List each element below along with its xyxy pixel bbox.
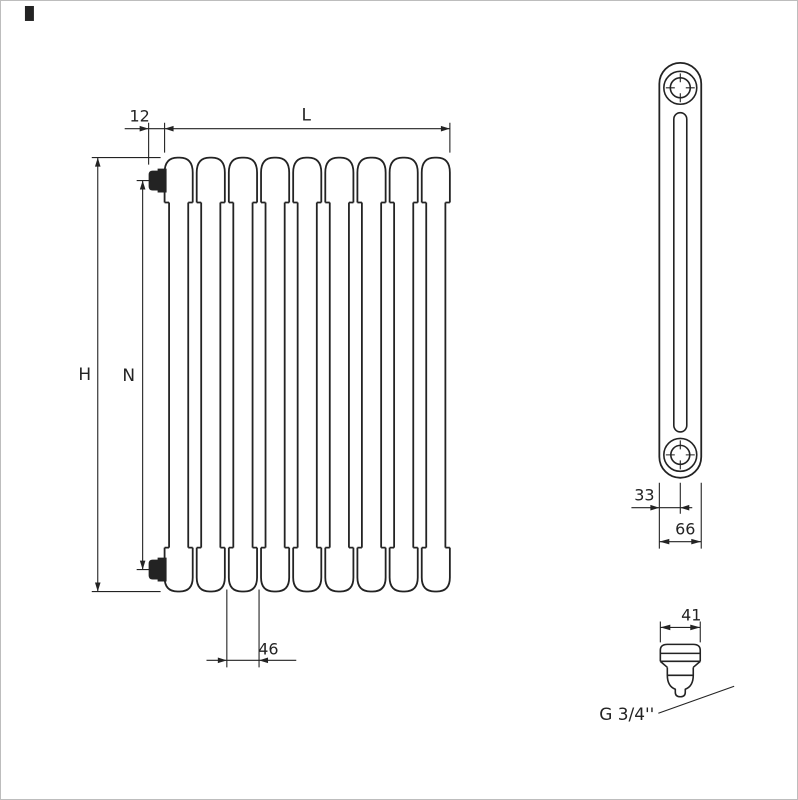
dim-N-lines — [136, 180, 151, 571]
arrowhead — [139, 180, 146, 190]
top-tapping-cross — [665, 73, 695, 103]
bottom-left-plug — [148, 557, 167, 582]
dim-L-lines — [164, 122, 451, 153]
dim-41-lines — [659, 621, 701, 643]
dim-41-label: 41 — [681, 605, 701, 624]
dim-axis-33: 33 — [631, 482, 693, 549]
arrowhead — [650, 504, 660, 511]
bottom-tapping-outer — [663, 437, 698, 473]
corner-artifact-mark — [24, 5, 34, 21]
dim-N-label: N — [122, 365, 135, 385]
valve-fitting-outline — [659, 643, 702, 698]
thread-size-label: G 3/4'' — [599, 704, 654, 724]
radiator-front-view — [148, 156, 451, 593]
dim-pitch-46: 46 — [206, 589, 297, 668]
top-left-plug — [148, 168, 167, 193]
arrowhead — [94, 582, 101, 592]
arrowhead — [659, 538, 670, 545]
arrowhead — [139, 125, 149, 132]
dim-depth-66: 66 — [659, 482, 702, 549]
side-view-dimensions: 33 66 — [631, 482, 702, 549]
dim-width-41: 41 — [659, 605, 701, 643]
dim-66-label: 66 — [675, 520, 695, 539]
dim-height-H: H — [78, 157, 161, 593]
dim-offset-12: 12 — [124, 107, 165, 165]
thread-leader-line — [658, 685, 735, 714]
arrowhead — [440, 125, 450, 132]
dim-46-label: 46 — [258, 639, 278, 658]
front-view-dimensions: 12 L H N 46 — [78, 105, 451, 668]
dim-length-L: L — [164, 105, 451, 153]
dim-H-label: H — [78, 364, 91, 384]
dim-L-label: L — [302, 105, 312, 125]
arrowhead — [660, 624, 671, 631]
arrowhead — [139, 560, 146, 570]
arrowhead — [690, 624, 701, 631]
arrowhead — [680, 504, 690, 511]
radiator-columns — [163, 156, 451, 593]
dim-H-lines — [91, 157, 161, 593]
bottom-tapping-cross — [665, 440, 695, 470]
front-view-sections — [163, 156, 451, 593]
dim-12-label: 12 — [130, 107, 150, 126]
top-tapping-outer — [663, 70, 698, 106]
radiator-side-view — [658, 61, 703, 479]
arrowhead — [164, 125, 174, 132]
side-slot — [673, 111, 688, 433]
connection-detail: 41 G 3/4'' — [599, 605, 735, 724]
arrowhead — [94, 157, 101, 167]
arrowhead — [259, 657, 269, 664]
dim-33-label: 33 — [634, 486, 654, 505]
arrowhead — [691, 538, 702, 545]
dim-centers-N: N — [122, 180, 151, 571]
dim-46-lines — [206, 589, 297, 668]
side-profile — [658, 61, 703, 479]
arrowhead — [217, 657, 227, 664]
